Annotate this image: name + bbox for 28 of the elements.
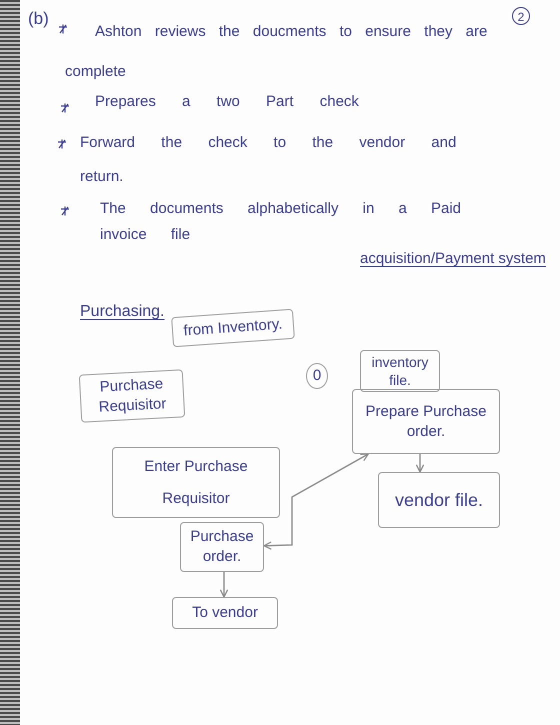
process-box — [78, 369, 186, 423]
process-box — [172, 597, 278, 629]
bullet-text: Forward the check to the vendor and return. — [80, 133, 458, 187]
node-text: from Inventory. — [182, 314, 284, 342]
node-text: Purchase order. — [189, 527, 255, 567]
node-text: Prepare Purchase order. — [364, 402, 488, 442]
node-text: inventory file. — [370, 353, 430, 389]
node-text: vendor file. — [394, 490, 484, 510]
arrow — [220, 572, 228, 598]
bullet-text: Ashton reviews the doucments to ensure they are complete — [65, 22, 488, 82]
process-box — [180, 522, 264, 572]
process-box — [112, 447, 280, 518]
underlined-note: acquisition/Payment system — [360, 250, 546, 267]
process-box — [360, 350, 440, 392]
process-box — [171, 308, 295, 348]
section-marker: (b) — [28, 9, 49, 29]
node-text: 0 — [312, 366, 322, 386]
bullet-text: Prepares a two Part check — [95, 93, 359, 110]
node-text: Purchase Requisitor — [97, 374, 168, 418]
arrow — [416, 454, 424, 473]
node-text: To vendor — [192, 603, 258, 623]
arrow — [263, 453, 369, 550]
node-text: Enter Purchase Requisitor — [143, 456, 249, 508]
process-box — [352, 389, 500, 454]
page-number: 2 — [512, 7, 530, 25]
process-box — [378, 472, 500, 528]
circle-node — [306, 363, 328, 389]
section-heading: Purchasing. — [80, 303, 164, 321]
